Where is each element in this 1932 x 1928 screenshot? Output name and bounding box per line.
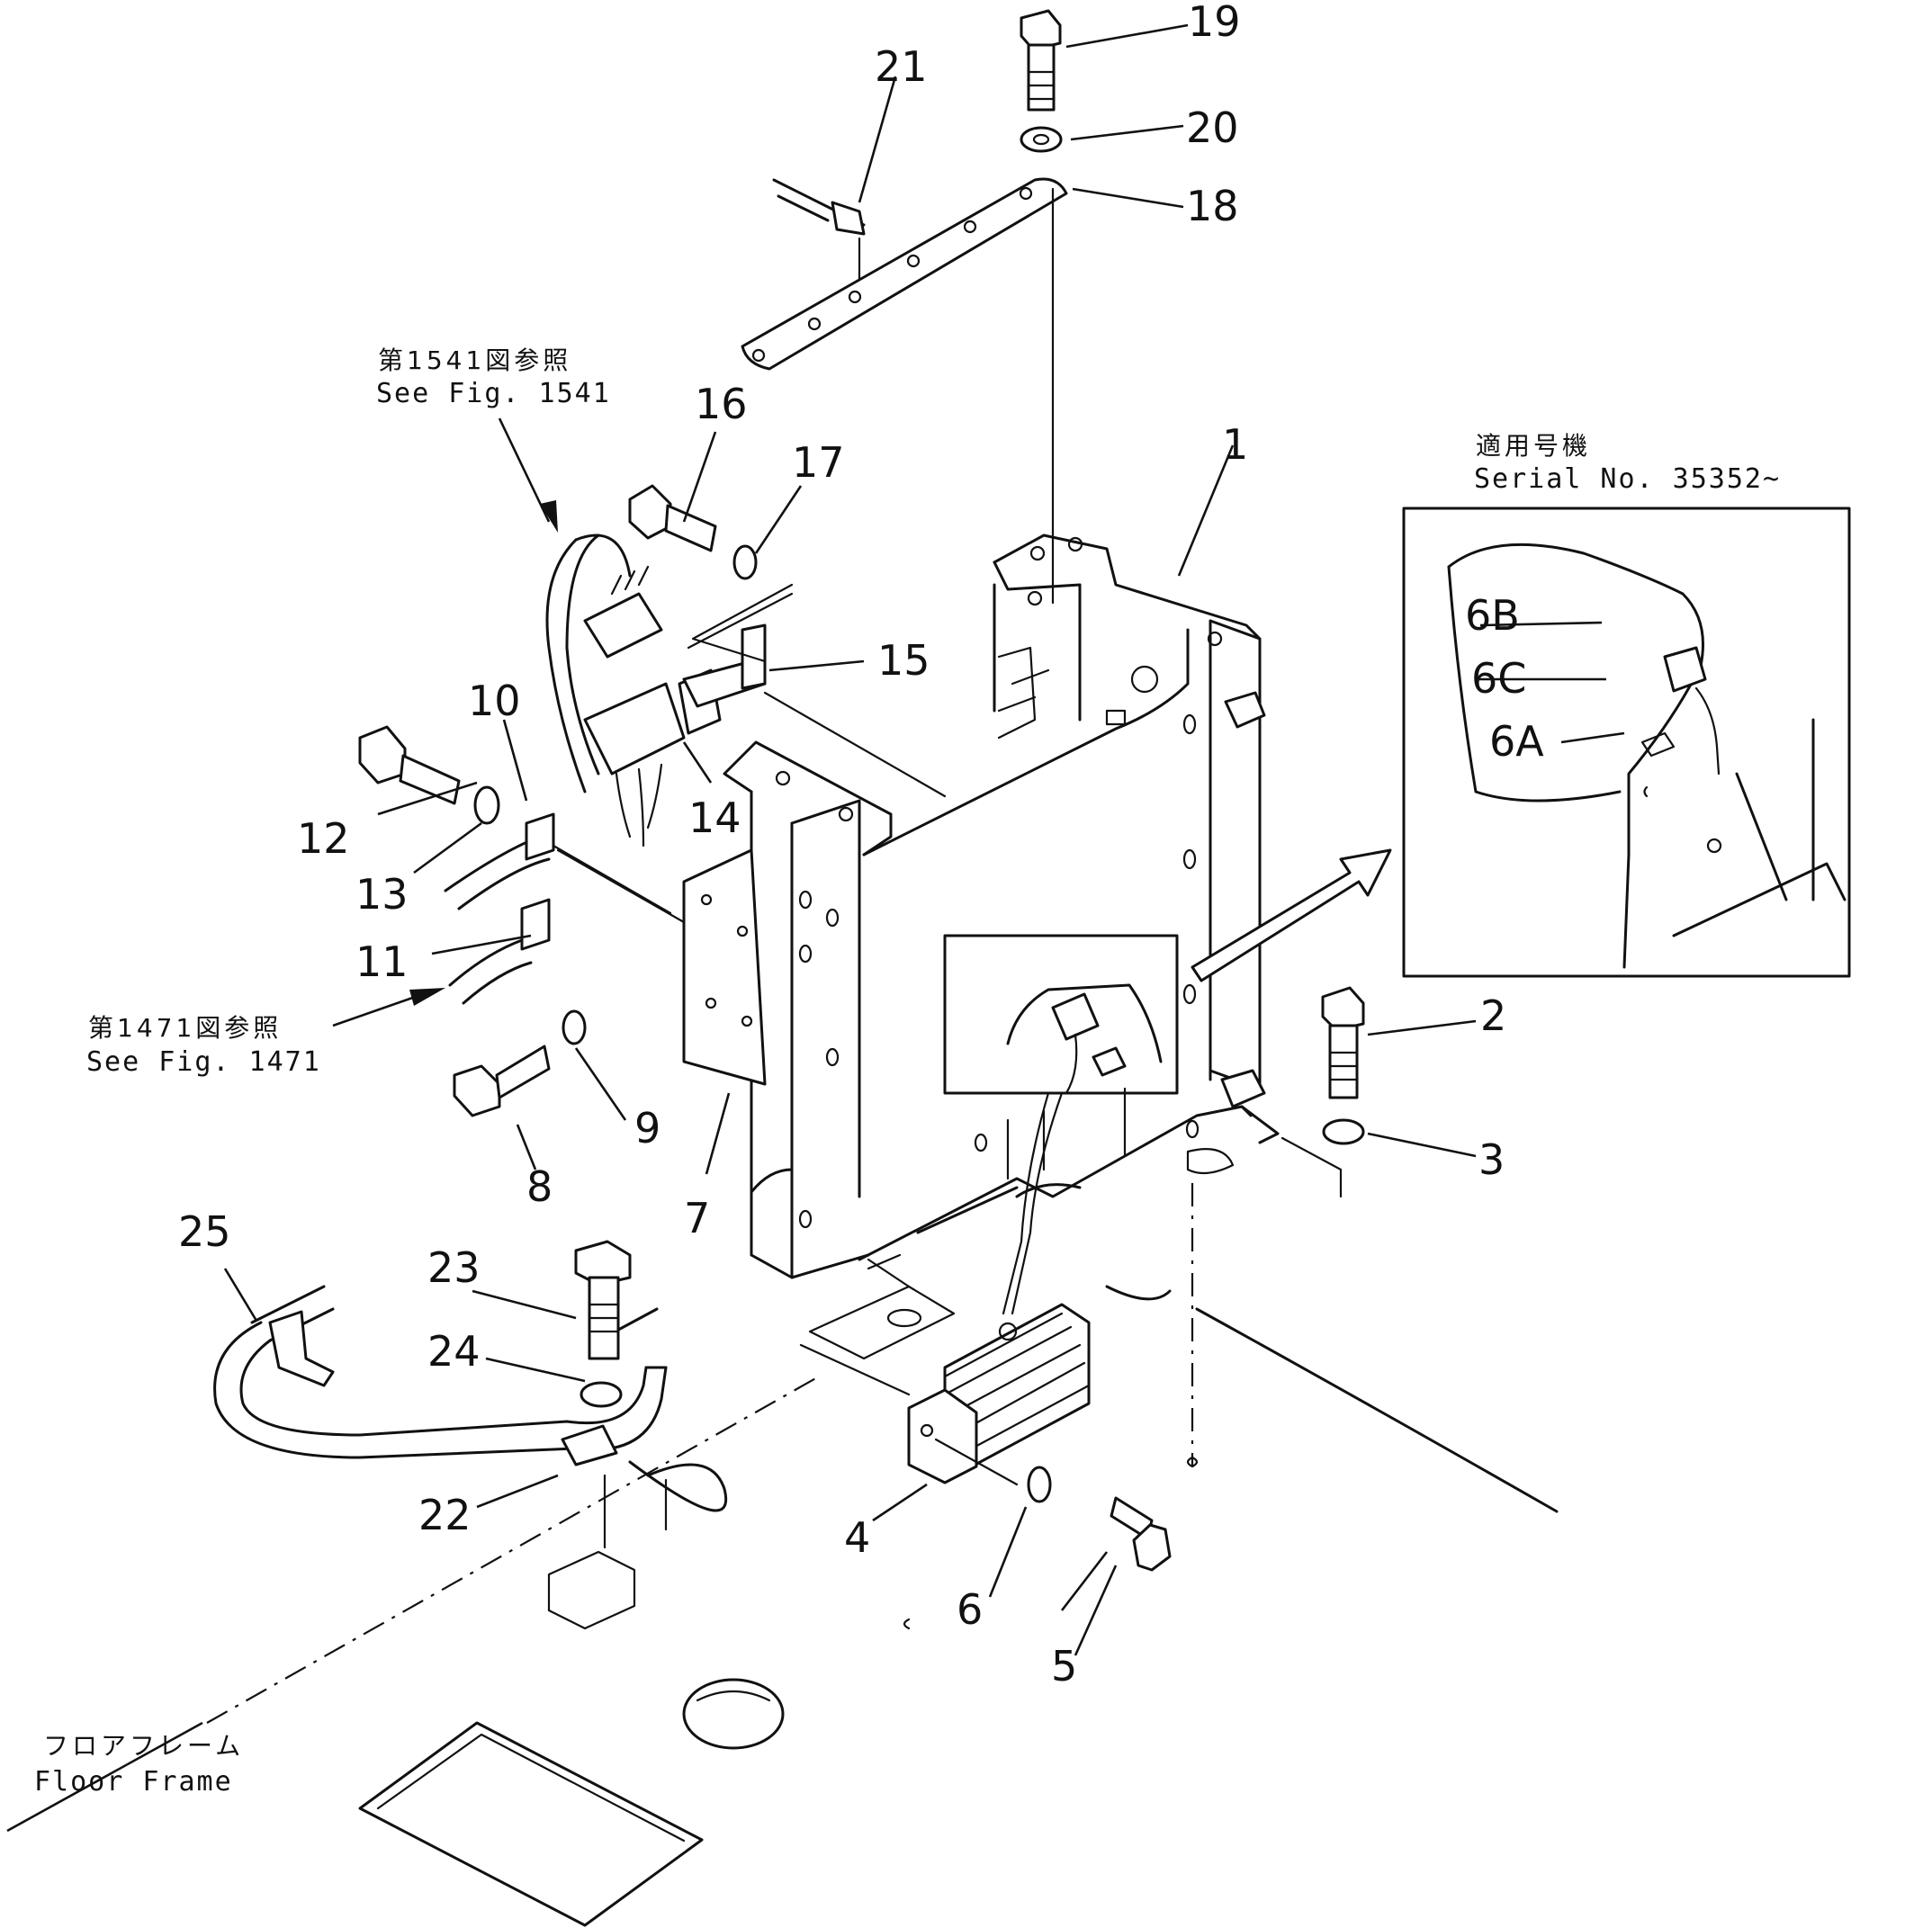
washer-20 [1020,126,1063,153]
bolt-16 [628,484,717,552]
label-10: 10 [468,677,521,725]
top-bar-plate [741,177,1068,605]
main-frame-bracket [723,534,1280,1396]
note-fig1541-ja: 第1541図参照 [378,345,571,375]
label-22: 22 [418,1491,472,1539]
bolt-12 [358,725,461,805]
label-24: 24 [427,1327,481,1376]
label-17: 17 [792,438,845,487]
label-12: 12 [297,814,350,863]
label-21: 21 [875,42,928,91]
wire-harness-left [444,534,722,1005]
regulator-4 [907,1303,1091,1484]
label-8: 8 [526,1162,553,1211]
arrow-to-serial-inset [1191,848,1392,982]
pipe-25 [213,1285,668,1466]
wiring-detail-inset [943,934,1179,1315]
note-serial-ja: 適用号機 [1476,431,1591,461]
label-6c: 6C [1471,654,1526,703]
note-serial-en: Serial No. 35352~ [1474,463,1781,495]
washer-9 [562,1009,587,1045]
floor-frame [206,1285,1559,1927]
label-3: 3 [1478,1135,1505,1184]
washer-6 [1027,1466,1052,1503]
label-5: 5 [1051,1642,1077,1690]
label-13: 13 [355,870,409,919]
label-4: 4 [844,1513,870,1562]
label-23: 23 [427,1243,481,1292]
leader-lines [6,23,1625,1833]
washer-3 [1186,1118,1365,1468]
label-25: 25 [178,1207,231,1256]
label-2: 2 [1480,991,1506,1040]
plate-7 [556,848,767,1086]
label-14: 14 [688,794,741,842]
bolt-8 [453,1045,551,1117]
washer-24 [580,1381,623,1408]
washer-17 [691,544,794,663]
note-floor-ja: フロアフレーム [43,1731,244,1761]
reference-notes: 第1541図参照 See Fig. 1541 第1471図参照 See Fig.… [34,345,1781,1798]
label-19: 19 [1188,0,1241,46]
washer-13 [473,785,500,825]
label-16: 16 [695,380,748,428]
bolt-2 [1321,986,1365,1099]
bolt-19 [1020,9,1062,112]
note-fig1471-en: See Fig. 1471 [86,1046,321,1078]
bracket-15 [682,592,947,798]
note-floor-en: Floor Frame [34,1766,233,1798]
label-11: 11 [355,937,409,986]
part-number-labels: 19 20 18 21 1 16 17 15 14 10 12 13 11 2 … [178,0,1544,1690]
note-fig1471-ja: 第1471図参照 [88,1013,282,1043]
bolt-5 [934,1438,1172,1572]
label-20: 20 [1186,103,1239,152]
note-fig1541-en: See Fig. 1541 [376,378,611,409]
label-18: 18 [1186,182,1239,230]
label-9: 9 [634,1104,660,1152]
label-1: 1 [1222,420,1248,469]
label-6a: 6A [1489,717,1544,766]
serial-inset [1402,507,1851,978]
label-6b: 6B [1465,591,1520,640]
label-6: 6 [957,1585,983,1634]
label-7: 7 [684,1194,710,1242]
bolt-23 [574,1240,632,1360]
label-15: 15 [877,636,930,685]
